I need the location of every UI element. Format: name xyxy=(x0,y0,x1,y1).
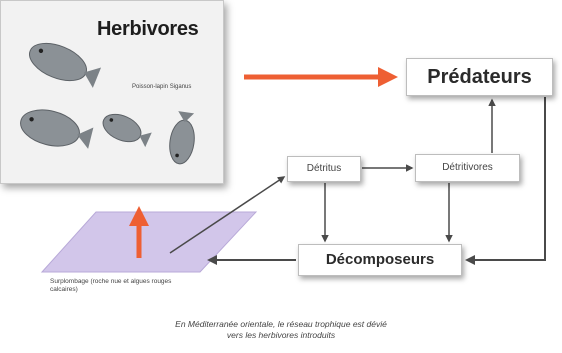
arrow-predateurs-to-decomposeurs xyxy=(465,97,546,265)
species-label: Poisson-lapin Siganus xyxy=(132,84,192,90)
substrate-shape xyxy=(40,211,258,273)
fish-icon xyxy=(102,113,152,148)
fish-illustrations xyxy=(20,42,195,165)
fish-icon xyxy=(20,109,94,149)
fish-icon xyxy=(29,42,102,88)
herbivores-title: Herbivores xyxy=(97,18,199,40)
caption-line-2: vers les herbivores introduits xyxy=(226,330,336,340)
node-detritivores: Détritivores xyxy=(415,154,520,182)
node-predateurs: Prédateurs xyxy=(406,58,553,96)
substrate-label: Surplombage (roche nue et algues rouges … xyxy=(50,278,172,293)
arrow-substrate-to-detritus xyxy=(169,176,286,254)
herbivores-panel: Herbivores Poisson-lapin Siganus xyxy=(0,0,224,184)
caption-line-1: En Méditerranée orientale, le réseau tro… xyxy=(175,319,387,329)
fish-icon xyxy=(169,111,195,165)
figure-caption: En Méditerranée orientale, le réseau tro… xyxy=(0,319,562,341)
node-detritus: Détritus xyxy=(287,156,361,182)
node-decomposeurs: Décomposeurs xyxy=(298,244,462,276)
